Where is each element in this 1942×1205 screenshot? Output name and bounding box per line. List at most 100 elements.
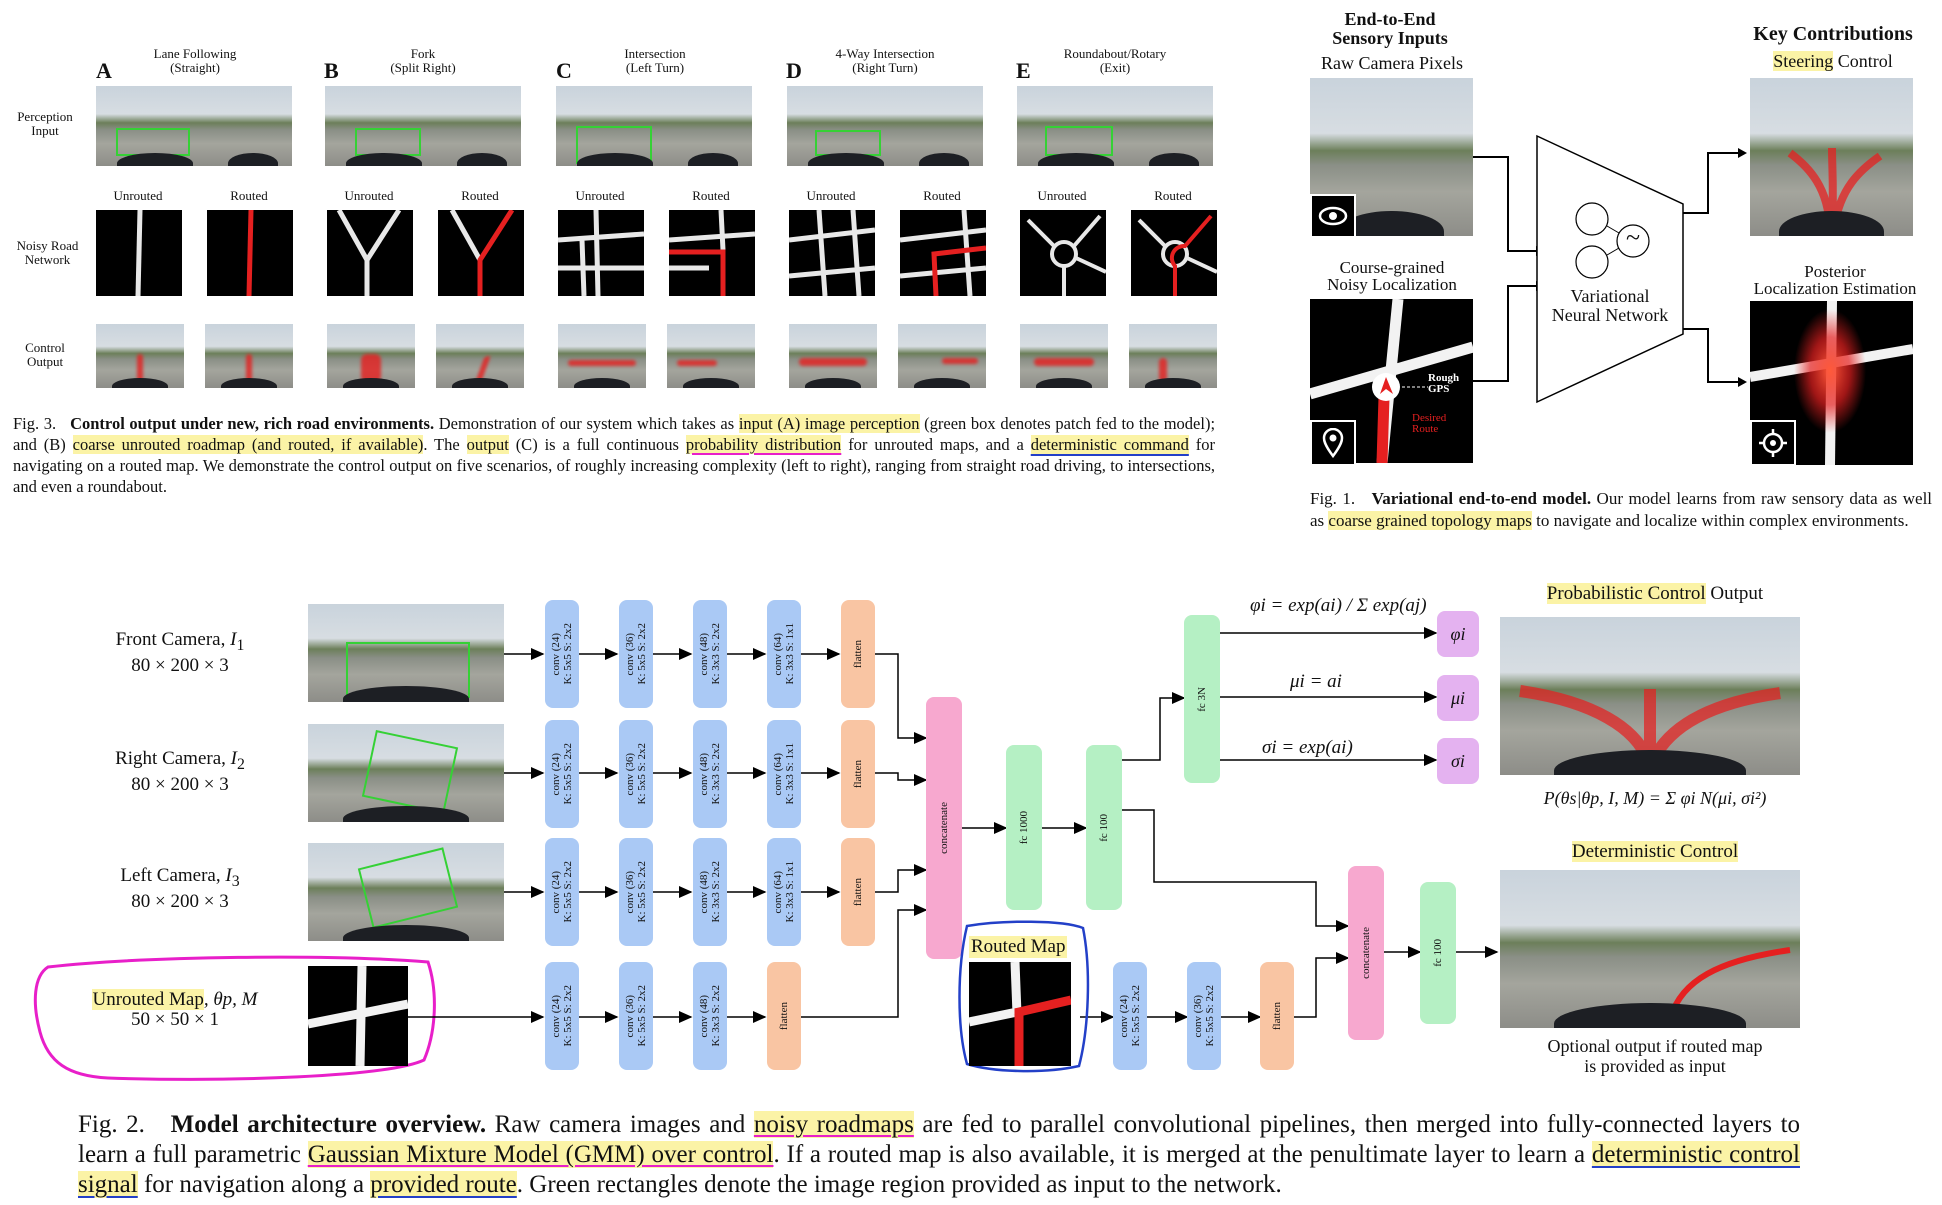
letter-b: B <box>324 58 339 83</box>
perception-image-e-side <box>1135 86 1213 166</box>
pink-annotation-ellipse <box>33 955 436 1081</box>
blue-annotation-circle <box>958 920 1090 1073</box>
eye-icon <box>1310 194 1356 238</box>
conv64-row2: conv (64) K: 3x3 S: 1x1 <box>767 720 801 828</box>
scenario-c-title: Intersection(Left Turn) <box>624 46 686 75</box>
right-camera-image <box>308 724 504 822</box>
fig1-steering-label: Steering Control <box>1773 51 1893 71</box>
conv64-row3: conv (64) K: 3x3 S: 1x1 <box>767 838 801 946</box>
perception-image-c-side <box>674 86 752 166</box>
fig1-arrow-out-h1b <box>1707 152 1739 154</box>
fig1-arrow-camera-h2 <box>1507 250 1537 252</box>
fc3n: fc 3N <box>1184 615 1220 783</box>
routed-map-image <box>969 962 1071 1066</box>
fig1-raw-camera-label: Raw Camera Pixels <box>1321 53 1463 73</box>
perception-image-b-side <box>443 86 521 166</box>
tilde-symbol: ~ <box>1625 223 1641 252</box>
perception-image-a-side <box>214 86 292 166</box>
fig1-posterior-label: Posterior Localization Estimation <box>1753 262 1917 298</box>
conv48-row3: conv (48) K: 3x3 S: 2x2 <box>693 838 727 946</box>
phi-equation: φi = exp(ai) / Σ exp(aj) <box>1250 595 1427 616</box>
sigma-output: σi <box>1437 738 1479 784</box>
letter-e: E <box>1016 58 1031 83</box>
label-unrouted-b: Unrouted <box>344 188 394 203</box>
desired-route-label: Desired Route <box>1412 412 1447 435</box>
location-pin-icon <box>1310 420 1356 466</box>
label-routed-a: Routed <box>230 188 268 203</box>
conv48-row4: conv (48) K: 3x3 S: 2x2 <box>693 962 727 1070</box>
perception-image-a-main <box>96 86 214 166</box>
fig1-arrow-out-h2b <box>1707 381 1739 383</box>
conv36-row3: conv (36) K: 5x5 S: 2x2 <box>619 838 653 946</box>
fig1-raw-camera-image <box>1310 78 1473 236</box>
conv36-row4: conv (36) K: 5x5 S: 2x2 <box>619 962 653 1070</box>
conv64-row1: conv (64) K: 3x3 S: 1x1 <box>767 600 801 708</box>
conv24-row2: conv (24) K: 5x5 S: 2x2 <box>545 720 579 828</box>
det-control-label: Deterministic Control <box>1571 841 1739 862</box>
scenario-d-title: 4-Way Intersection(Right Turn) <box>835 46 935 75</box>
map-unrouted-a <box>96 210 182 296</box>
conv36-routed: conv (36) K: 5x5 S: 2x2 <box>1187 962 1221 1070</box>
label-unrouted-a: Unrouted <box>113 188 163 203</box>
map-routed-a <box>207 210 293 296</box>
label-unrouted-d: Unrouted <box>806 188 856 203</box>
control-output-b-unrouted <box>327 324 415 388</box>
routed-map-label: Routed Map <box>969 936 1068 958</box>
fig1-arrow-camera-h <box>1473 156 1508 158</box>
map-unrouted-d <box>789 210 875 296</box>
row-label-noisy: Noisy Road Network <box>16 238 79 267</box>
fig1-arrowhead-3 <box>1738 148 1747 158</box>
unrouted-map-image <box>308 966 408 1066</box>
map-unrouted-b <box>327 210 413 296</box>
control-output-d-routed <box>898 324 986 388</box>
fig1-caption: Fig. 1. Variational end-to-end model. Ou… <box>1310 489 1933 530</box>
fig1-coarse-loc-label: Course-grained Noisy Localization <box>1327 258 1457 294</box>
row-label-perception: Perception Input <box>17 109 73 138</box>
conv48-row2: conv (48) K: 3x3 S: 2x2 <box>693 720 727 828</box>
fig1-steering-image <box>1750 78 1913 236</box>
conv36-row1: conv (36) K: 5x5 S: 2x2 <box>619 600 653 708</box>
fig2-caption: Fig. 2. Model architecture overview. Raw… <box>78 1111 1801 1198</box>
fig1-noisy-map <box>1310 299 1473 463</box>
rough-gps-label: Rough GPS <box>1428 372 1460 395</box>
perception-image-e-main <box>1017 86 1135 166</box>
scenario-e-title: Roundabout/Rotary(Exit) <box>1063 46 1167 75</box>
fig1-arrow-out-v1 <box>1707 152 1709 214</box>
perception-image-d-main <box>787 86 905 166</box>
label-unrouted-e: Unrouted <box>1037 188 1087 203</box>
fc100-routed: fc 100 <box>1420 882 1456 1024</box>
control-output-a-routed <box>205 324 293 388</box>
fig1-arrow-camera-v <box>1507 156 1509 252</box>
control-output-e-unrouted <box>1020 324 1108 388</box>
label-routed-c: Routed <box>692 188 730 203</box>
flatten-row3: flatten <box>841 838 875 946</box>
letter-d: D <box>786 58 802 83</box>
prob-control-image <box>1500 617 1800 775</box>
map-routed-e <box>1131 210 1217 296</box>
concatenate-routed: concatenate <box>1348 866 1384 1040</box>
flatten-row2: flatten <box>841 720 875 828</box>
control-output-d-unrouted <box>789 324 877 388</box>
perception-image-b-main <box>325 86 443 166</box>
fc1000: fc 1000 <box>1006 745 1042 910</box>
fig1-network-shape <box>1536 134 1684 404</box>
mu-output: μi <box>1437 675 1479 721</box>
fig1-arrow-out-h1 <box>1683 212 1709 214</box>
concatenate-main: concatenate <box>926 697 962 959</box>
fig1-arrow-map-v <box>1507 285 1509 382</box>
label-routed-b: Routed <box>461 188 499 203</box>
label-unrouted-c: Unrouted <box>575 188 625 203</box>
fc100-main: fc 100 <box>1086 745 1122 910</box>
control-output-e-routed <box>1129 324 1217 388</box>
map-unrouted-c <box>558 210 644 296</box>
flatten-row4: flatten <box>767 962 801 1070</box>
front-camera-image <box>308 604 504 702</box>
map-routed-c <box>669 210 755 296</box>
fig1-arrow-map-h <box>1473 380 1508 382</box>
mu-equation: μi = ai <box>1290 671 1342 692</box>
fig1-arrow-out-v2 <box>1707 328 1709 383</box>
map-routed-b <box>438 210 524 296</box>
